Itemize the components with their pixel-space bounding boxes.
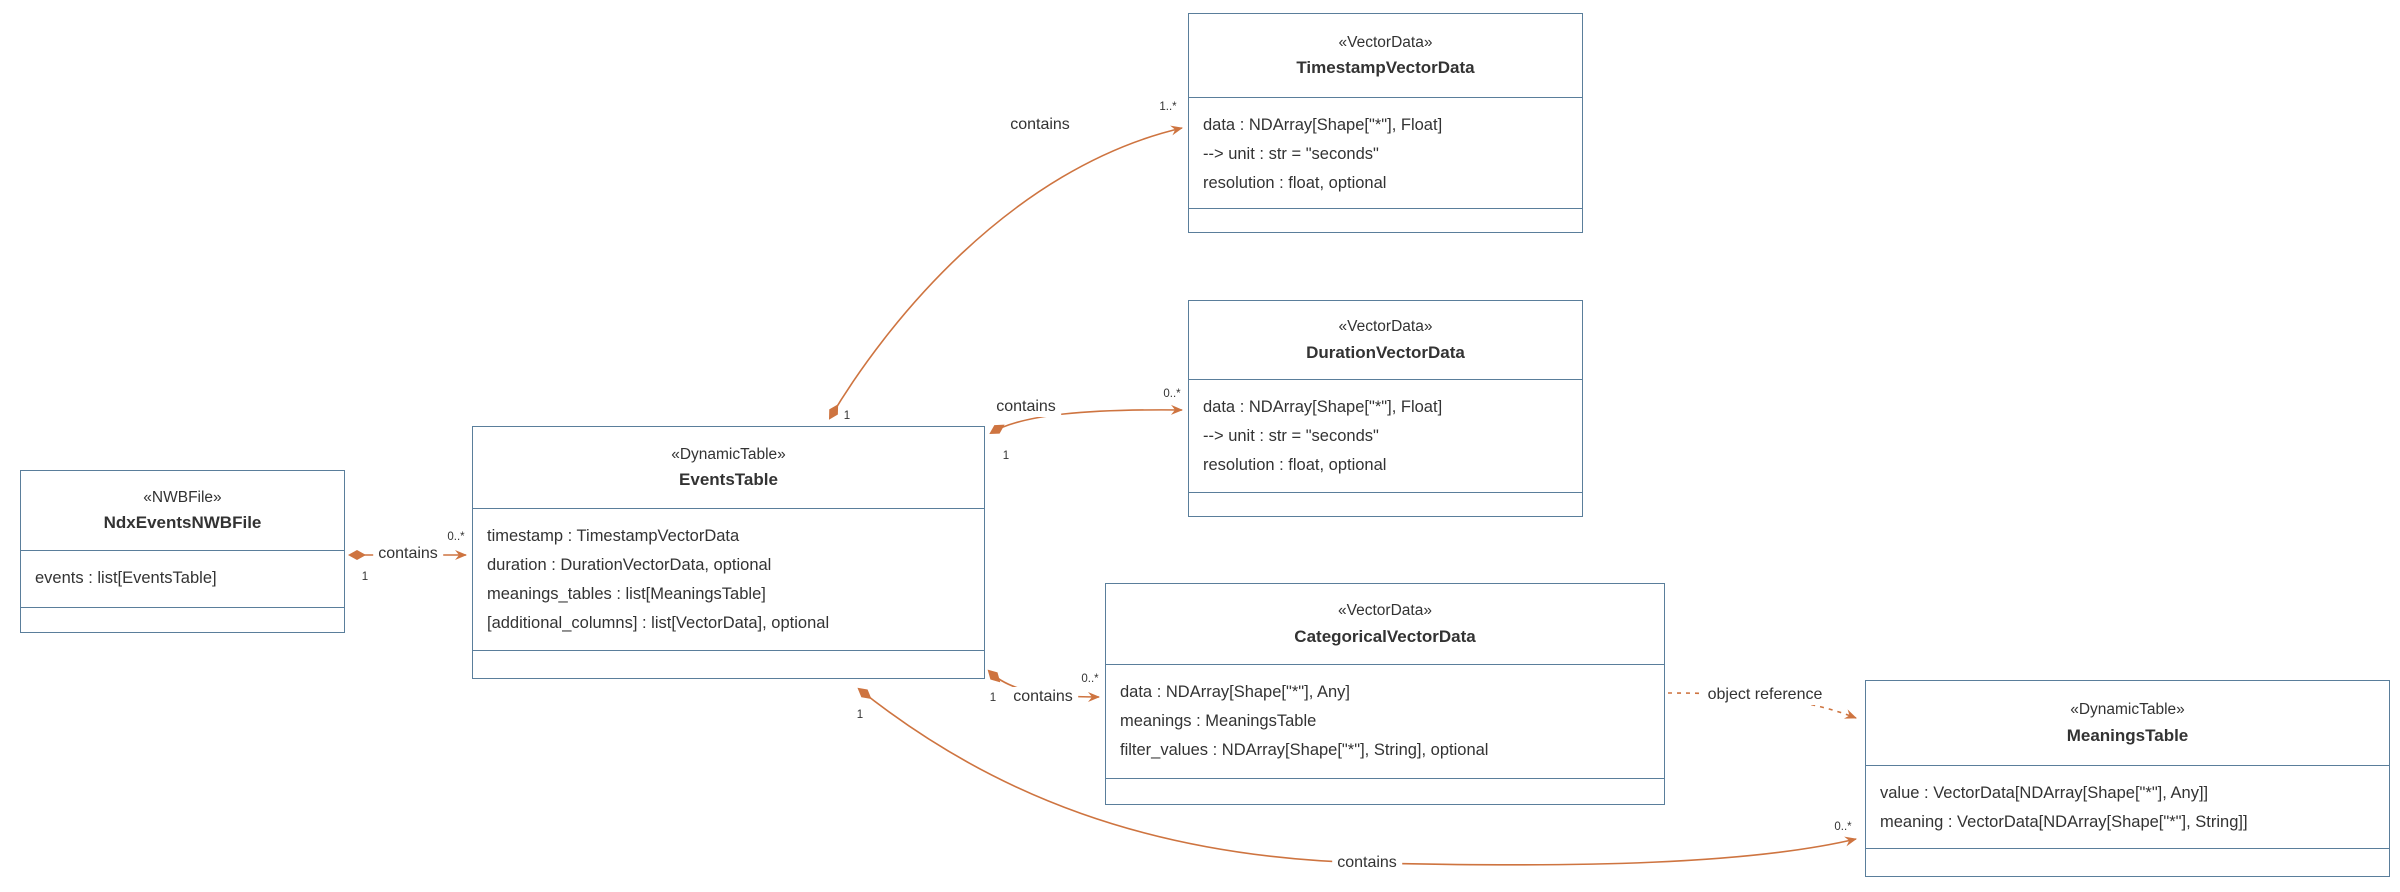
class-header: «VectorData» CategoricalVectorData xyxy=(1106,584,1664,665)
attribute-row: data : NDArray[Shape["*"], Float] xyxy=(1203,116,1443,134)
attribute-row: data : NDArray[Shape["*"], Any] xyxy=(1120,683,1350,701)
attribute-row: [additional_columns] : list[VectorData],… xyxy=(487,614,830,632)
attribute-row: filter_values : NDArray[Shape["*"], Stri… xyxy=(1120,741,1489,759)
attributes-section: value : VectorData[NDArray[Shape["*"], A… xyxy=(1866,766,2389,849)
edge-label-contains: contains xyxy=(1008,687,1078,707)
class-name: TimestampVectorData xyxy=(1296,58,1475,78)
attributes-section: events : list[EventsTable] xyxy=(21,551,344,608)
multiplicity-source: 1 xyxy=(843,410,851,422)
class-name: NdxEventsNWBFile xyxy=(103,513,262,533)
edge-contains-eventstable-timestampvectordata xyxy=(828,125,1183,420)
attributes-section: data : NDArray[Shape["*"], Float] --> un… xyxy=(1189,98,1582,209)
edge-label-contains: contains xyxy=(1005,115,1075,135)
multiplicity-target: 0..* xyxy=(1834,821,1852,833)
attribute-row: value : VectorData[NDArray[Shape["*"], A… xyxy=(1880,784,2209,802)
multiplicity-source: 1 xyxy=(361,571,369,583)
multiplicity-target: 0..* xyxy=(1081,673,1099,685)
stereotype-label: «DynamicTable» xyxy=(2070,701,2185,719)
edge-label-object-reference: object reference xyxy=(1702,685,1828,705)
stereotype-label: «DynamicTable» xyxy=(671,445,786,463)
attribute-row: resolution : float, optional xyxy=(1203,174,1387,192)
class-header: «NWBFile» NdxEventsNWBFile xyxy=(21,471,344,551)
attribute-row: meanings : MeaningsTable xyxy=(1120,712,1317,730)
edge-label-contains: contains xyxy=(373,544,443,564)
multiplicity-source: 1 xyxy=(989,692,997,704)
class-header: «VectorData» TimestampVectorData xyxy=(1189,14,1582,98)
edge-label-contains: contains xyxy=(1332,853,1402,873)
class-name: MeaningsTable xyxy=(2066,725,2189,745)
edge-label-contains: contains xyxy=(991,397,1061,417)
class-meanings-table: «DynamicTable» MeaningsTable value : Vec… xyxy=(1865,680,2390,877)
multiplicity-target: 0..* xyxy=(447,531,465,543)
stereotype-label: «NWBFile» xyxy=(143,488,222,506)
attribute-row: --> unit : str = "seconds" xyxy=(1203,145,1379,163)
class-timestamp-vector-data: «VectorData» TimestampVectorData data : … xyxy=(1188,13,1583,233)
multiplicity-source: 1 xyxy=(1002,450,1010,462)
multiplicity-source: 1 xyxy=(856,709,864,721)
attribute-row: duration : DurationVectorData, optional xyxy=(487,556,772,574)
attribute-row: data : NDArray[Shape["*"], Float] xyxy=(1203,398,1443,416)
attributes-section: timestamp : TimestampVectorData duration… xyxy=(473,509,984,651)
class-duration-vector-data: «VectorData» DurationVectorData data : N… xyxy=(1188,300,1583,517)
class-ndx-events-nwb-file: «NWBFile» NdxEventsNWBFile events : list… xyxy=(20,470,345,633)
multiplicity-target: 0..* xyxy=(1163,388,1181,400)
stereotype-label: «VectorData» xyxy=(1338,33,1433,51)
attribute-row: --> unit : str = "seconds" xyxy=(1203,427,1379,445)
class-events-table: «DynamicTable» EventsTable timestamp : T… xyxy=(472,426,985,679)
class-header: «VectorData» DurationVectorData xyxy=(1189,301,1582,380)
attribute-row: meaning : VectorData[NDArray[Shape["*"],… xyxy=(1880,813,2248,831)
class-name: CategoricalVectorData xyxy=(1294,626,1476,646)
attributes-section: data : NDArray[Shape["*"], Any] meanings… xyxy=(1106,665,1664,779)
attribute-row: events : list[EventsTable] xyxy=(35,569,217,587)
class-header: «DynamicTable» MeaningsTable xyxy=(1866,681,2389,766)
class-header: «DynamicTable» EventsTable xyxy=(473,427,984,509)
multiplicity-target: 1..* xyxy=(1159,101,1177,113)
stereotype-label: «VectorData» xyxy=(1338,318,1433,336)
class-name: EventsTable xyxy=(679,470,778,490)
attribute-row: resolution : float, optional xyxy=(1203,456,1387,474)
attribute-row: timestamp : TimestampVectorData xyxy=(487,527,740,545)
attributes-section: data : NDArray[Shape["*"], Float] --> un… xyxy=(1189,380,1582,493)
attribute-row: meanings_tables : list[MeaningsTable] xyxy=(487,585,766,603)
stereotype-label: «VectorData» xyxy=(1338,602,1432,620)
class-name: DurationVectorData xyxy=(1306,342,1465,362)
class-categorical-vector-data: «VectorData» CategoricalVectorData data … xyxy=(1105,583,1665,805)
